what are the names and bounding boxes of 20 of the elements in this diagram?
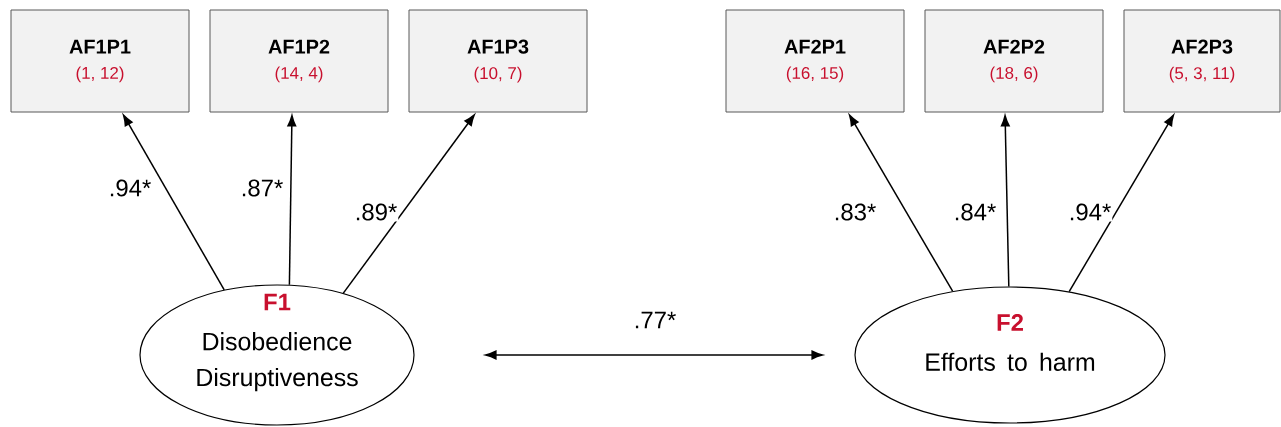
indicator-box: AF2P2 (18, 6) <box>924 9 1104 113</box>
arrow <box>848 114 954 292</box>
indicator-box: AF1P2 (14, 4) <box>209 9 389 113</box>
arrow <box>1068 114 1175 293</box>
edge-label: .89* <box>353 202 399 222</box>
edge-label: .94* <box>107 178 153 198</box>
arrow <box>1000 115 1010 288</box>
edge-label: .84* <box>952 202 998 222</box>
edge-label: .87* <box>239 178 285 198</box>
arrow <box>287 115 297 286</box>
indicator-box: AF1P3 (10, 7) <box>408 9 588 113</box>
indicator-box: AF2P1 (16, 15) <box>725 9 905 113</box>
arrow <box>485 350 823 360</box>
edge-label: .94* <box>1067 202 1113 222</box>
arrow <box>122 114 225 291</box>
arrow <box>342 114 475 294</box>
indicator-box: AF2P3 (5, 3, 11) <box>1123 9 1281 113</box>
edge-label: .83* <box>832 202 878 222</box>
indicator-box: AF1P1 (1, 12) <box>10 9 190 113</box>
edge-label: .77* <box>632 310 678 330</box>
